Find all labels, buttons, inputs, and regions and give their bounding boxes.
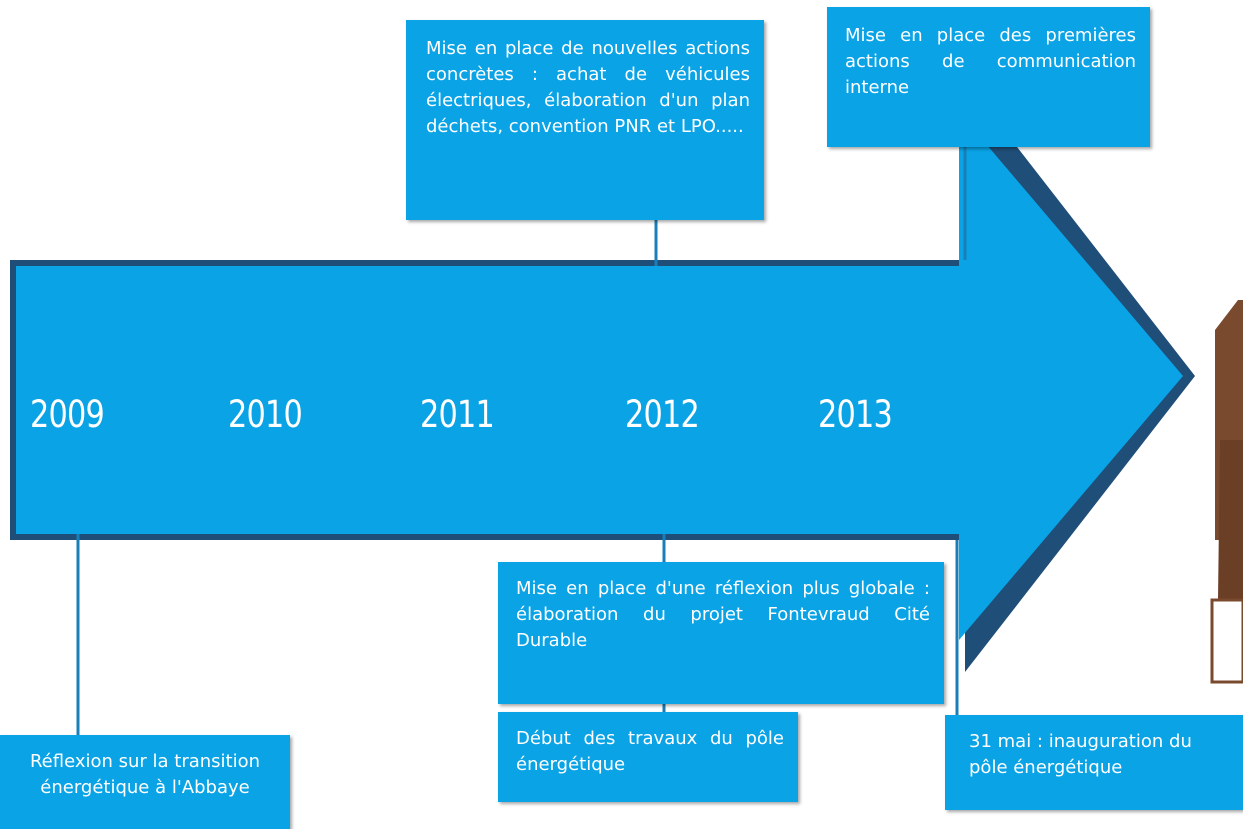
year-2013: 2013 [818, 393, 893, 436]
event-2013-inauguration-callout: 31 mai : inauguration du pôle énergétiqu… [945, 715, 1243, 810]
event-2012-reflexion-text: Mise en place d'une réflexion plus globa… [516, 578, 930, 651]
timeline-arrow [16, 112, 1183, 640]
event-2012-travaux-callout: Début des travaux du pôle énergétique [498, 712, 798, 802]
event-2013-communication-callout: Mise en place des premières actions de c… [827, 7, 1150, 147]
event-2012-reflexion-callout: Mise en place d'une réflexion plus globa… [498, 562, 944, 704]
event-2009-callout: Réflexion sur la transition énergétique … [0, 735, 290, 829]
year-2009: 2009 [30, 393, 105, 436]
year-2011: 2011 [420, 393, 495, 436]
brown-side-shape [1210, 300, 1243, 684]
event-2012-travaux-text: Début des travaux du pôle énergétique [516, 728, 784, 775]
year-2012: 2012 [625, 393, 700, 436]
event-2013-inauguration-text: 31 mai : inauguration du pôle énergétiqu… [969, 731, 1192, 778]
year-2010: 2010 [228, 393, 303, 436]
event-2009-text: Réflexion sur la transition énergétique … [29, 751, 261, 798]
event-2011-callout: Mise en place de nouvelles actions concr… [406, 20, 764, 220]
event-2013-communication-text: Mise en place des premières actions de c… [845, 25, 1136, 98]
event-2011-text: Mise en place de nouvelles actions concr… [426, 38, 750, 137]
